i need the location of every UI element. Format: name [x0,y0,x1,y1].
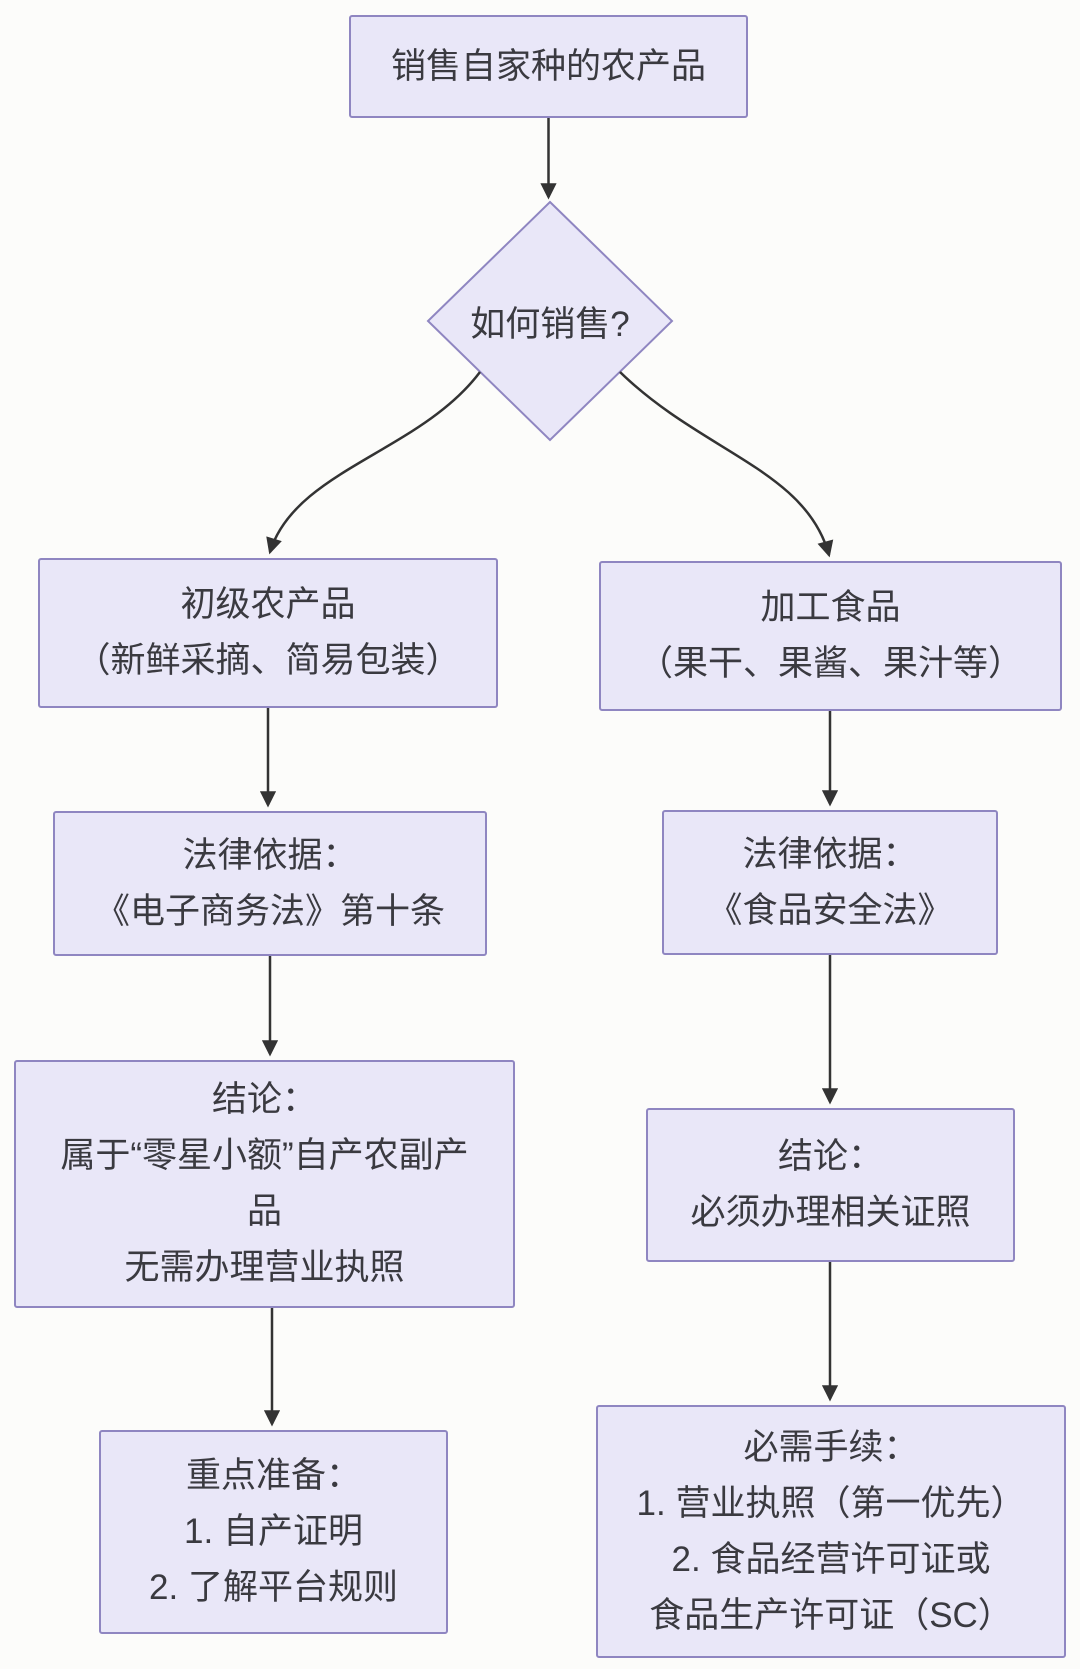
legal-basis-primary-node: 法律依据： 《电子商务法》第十条 [53,811,487,956]
conclusion-processed-node: 结论： 必须办理相关证照 [646,1108,1015,1262]
connector-decision-to-processed [619,371,834,558]
node-line: 加工食品 [760,588,901,627]
node-line: 重点准备： [185,1456,361,1495]
node-line: 《电子商务法》第十条 [94,891,445,931]
node-line: 法律依据： [742,834,918,874]
processed-food-node: 加工食品 （果干、果酱、果汁等） [599,561,1062,711]
start-node: 销售自家种的农产品 [349,15,748,118]
node-line: 无需办理营业执照 [124,1248,405,1287]
conclusion-primary-node: 结论： 属于“零星小额”自产农副产品无需办理营业执照 [14,1060,515,1308]
node-line: 食品生产许可证（SC） [649,1595,1013,1635]
preparation-node: 重点准备： 1. 自产证明 2. 了解平台规则 [99,1430,448,1634]
node-line: 1. 自产证明 [184,1512,363,1551]
node-line: 2. 了解平台规则 [149,1568,398,1607]
decision-label: 如何销售? [470,304,630,344]
node-line: 属于“零星小额”自产农副产 [60,1136,469,1175]
node-line: 2. 食品经营许可证或 [671,1539,991,1579]
connector-decision-to-primary [266,371,481,555]
node-line: 结论： [777,1137,883,1176]
node-line: 必须办理相关证照 [690,1193,971,1232]
node-line: （果干、果酱、果汁等） [637,644,1023,683]
node-line: 初级农产品 [180,585,356,624]
node-line: 《食品安全法》 [707,890,953,930]
decision-diamond-shape [426,200,674,442]
node-line: 必需手续： [743,1427,919,1467]
node-line: 品 [246,1192,282,1231]
primary-produce-node: 初级农产品 （新鲜采摘、简易包装） [38,558,498,708]
node-line: 结论： [211,1080,317,1119]
node-line: 销售自家种的农产品 [390,46,706,86]
required-procedures-node: 必需手续： 1. 营业执照（第一优先） 2. 食品经营许可证或食品生产许可证（SC） [596,1405,1066,1658]
node-line: （新鲜采摘、简易包装） [75,641,461,680]
node-line: 1. 营业执照（第一优先） [636,1483,1026,1523]
node-line: 法律依据： [182,835,358,875]
legal-basis-processed-node: 法律依据： 《食品安全法》 [662,810,998,955]
